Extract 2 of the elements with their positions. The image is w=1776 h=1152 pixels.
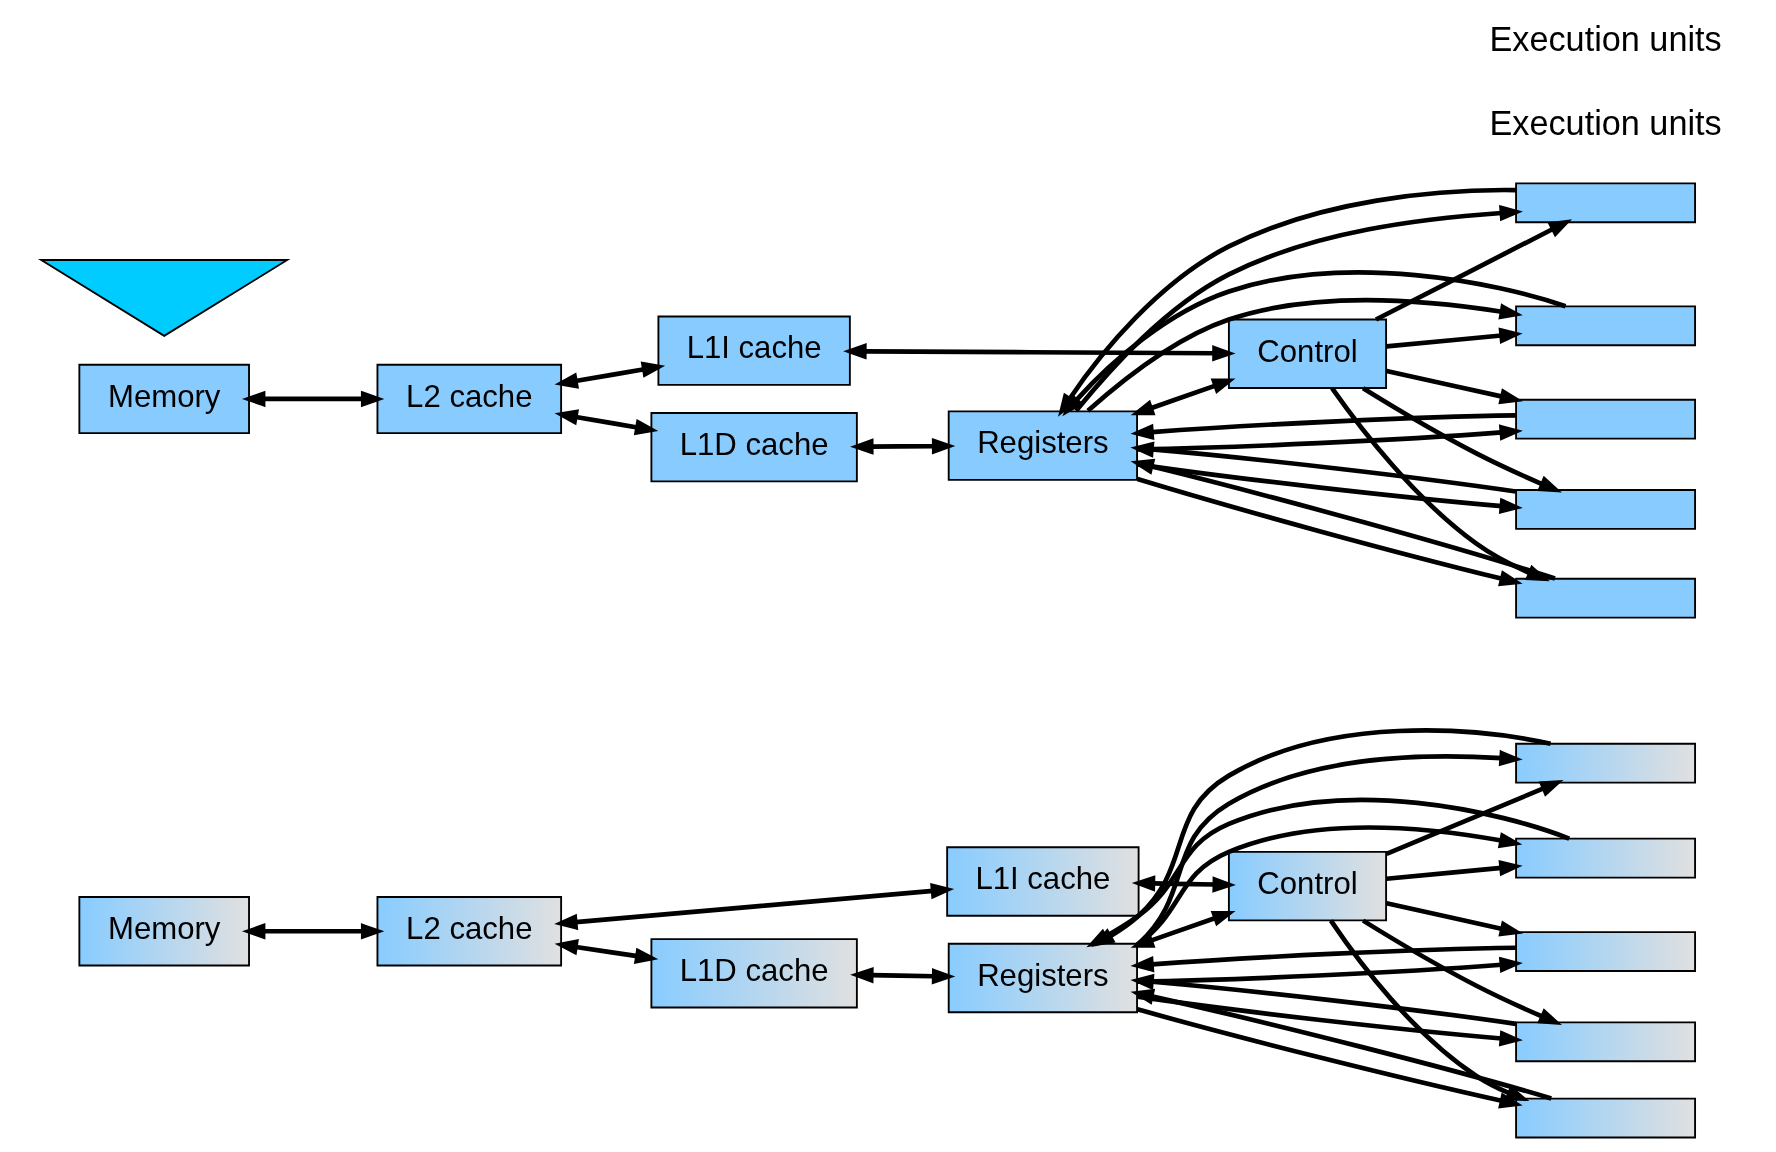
label: Execution units bbox=[1489, 104, 1722, 143]
label: Execution units bbox=[1489, 20, 1722, 59]
